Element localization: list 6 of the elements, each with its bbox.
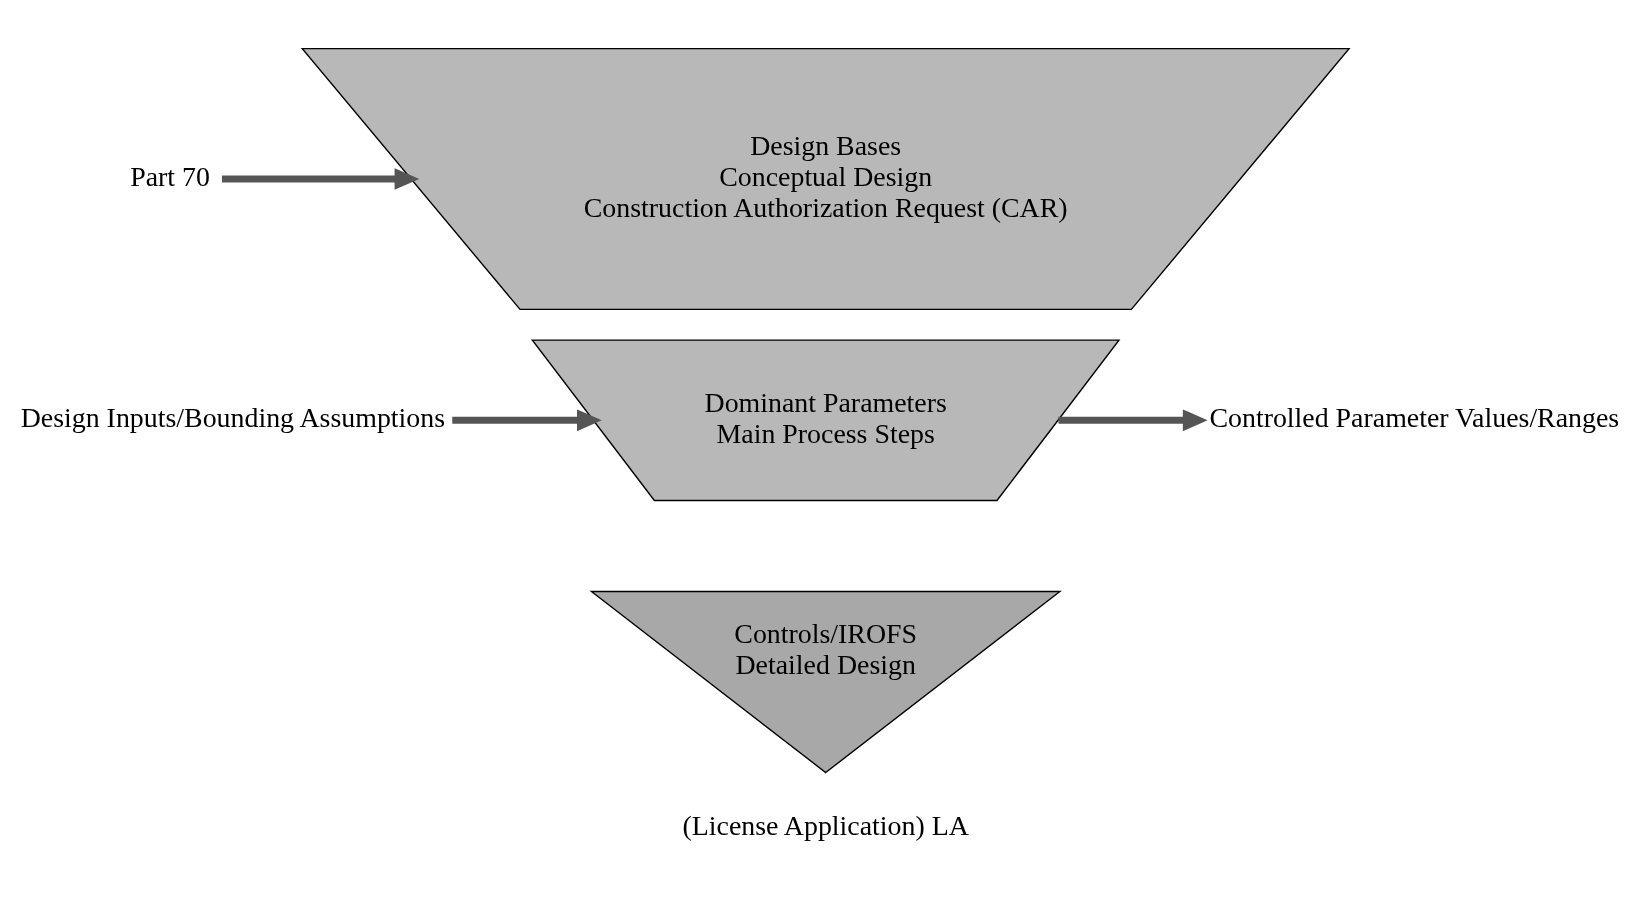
node-label: (License Application) LA	[682, 809, 969, 841]
node-text: Controlled Parameter Values/Ranges	[1209, 401, 1620, 433]
node-text: Part 70	[130, 160, 210, 192]
node-text: Design Inputs/Bounding Assumptions	[20, 401, 446, 433]
arrow	[221, 167, 420, 190]
arrow	[1058, 409, 1208, 431]
